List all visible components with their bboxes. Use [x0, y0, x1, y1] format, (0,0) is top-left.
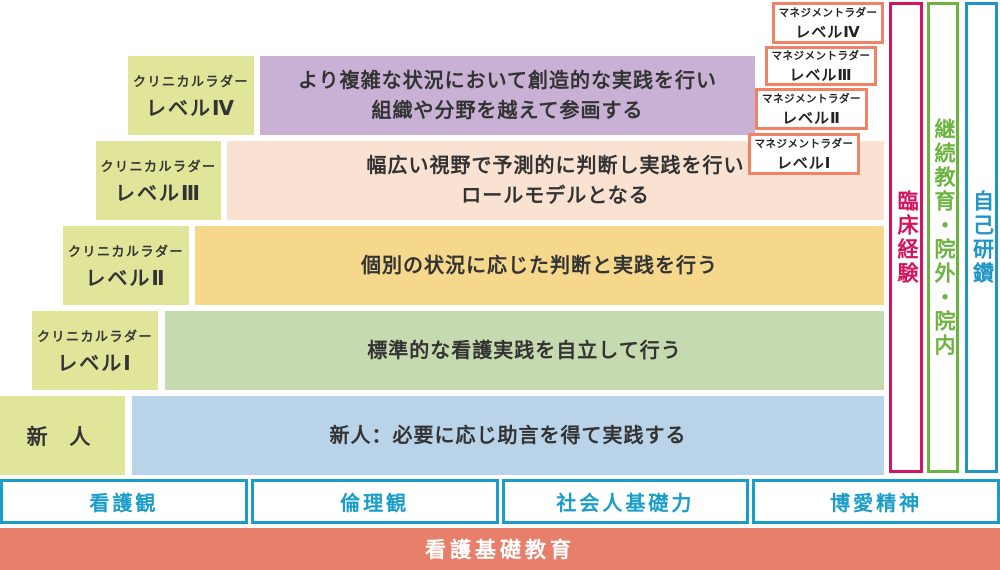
level3-description-line1: 幅広い視野で予測的に判断し実践を行い	[366, 154, 745, 177]
level3-description-line2: ロールモデルとなる	[461, 184, 650, 207]
clinical-ladder-level2-bar: 個別の状況に応じた判断と実践を行う	[195, 226, 884, 305]
basic-nursing-education-label: 看護基礎教育	[425, 539, 575, 562]
ethics-view-cell: 倫理観	[250, 479, 499, 524]
continuing-education-bar: 継続教育・院外・院内	[927, 2, 959, 473]
newcomer-label: 新 人	[0, 396, 125, 475]
newcomer-description: 新人：必要に応じ助言を得て実践する	[329, 424, 687, 447]
social-skills-label: 社会人基礎力	[556, 493, 695, 515]
newcomer-bar: 新人：必要に応じ助言を得て実践する	[132, 396, 884, 475]
clinical-ladder-level4-label: クリニカルラダー レベルⅣ	[128, 56, 254, 135]
level1-description: 標準的な看護実践を自立して行う	[367, 339, 682, 362]
self-development-label: 自己研鑽	[970, 189, 994, 286]
clinical-ladder-level1-level: レベルⅠ	[57, 352, 133, 375]
management-ladder-level3-box: マネジメントラダー レベルⅢ	[765, 46, 877, 86]
clinical-ladder-level3-label: クリニカルラダー レベルⅢ	[96, 141, 221, 220]
clinical-ladder-level4-title: クリニカルラダー	[132, 73, 249, 89]
ethics-view-label: 倫理観	[340, 493, 410, 515]
clinical-ladder-level4-level: レベルⅣ	[146, 97, 236, 120]
clinical-ladder-level2-title: クリニカルラダー	[67, 243, 184, 259]
newcomer-title: 新 人	[26, 425, 99, 449]
clinical-ladder-level4-bar: より複雑な状況において創造的な実践を行い 組織や分野を越えて参画する	[260, 56, 755, 135]
clinical-ladder-level3-level: レベルⅢ	[115, 182, 202, 205]
foundation-values-row: 看護観 倫理観 社会人基礎力 博愛精神	[0, 479, 1000, 524]
clinical-ladder-level1-bar: 標準的な看護実践を自立して行う	[165, 311, 884, 390]
level4-description-line2: 組織や分野を越えて参画する	[371, 99, 644, 122]
management-ladder-level1-box: マネジメントラダー レベルⅠ	[748, 133, 860, 175]
level4-description-line1: より複雑な状況において創造的な実践を行い	[298, 69, 717, 92]
clinical-ladder-level2-level: レベルⅡ	[85, 267, 167, 290]
basic-nursing-education-bar: 看護基礎教育	[0, 528, 1000, 570]
nursing-view-cell: 看護観	[0, 479, 248, 524]
management-ladder-level3-title: マネジメントラダー	[771, 49, 871, 62]
management-ladder-level2-title: マネジメントラダー	[762, 92, 861, 105]
clinical-experience-label: 臨床経験	[895, 189, 918, 286]
social-skills-cell: 社会人基礎力	[501, 479, 750, 524]
management-ladder-level2-level: レベルⅡ	[782, 109, 841, 127]
management-ladder-level4-level: レベルⅣ	[795, 23, 861, 41]
clinical-ladder-level2-label: クリニカルラダー レベルⅡ	[63, 226, 189, 305]
clinical-ladder-level1-title: クリニカルラダー	[36, 328, 153, 344]
management-ladder-level4-title: マネジメントラダー	[778, 6, 878, 19]
philanthropy-label: 博愛精神	[830, 493, 923, 515]
philanthropy-cell: 博愛精神	[752, 479, 1000, 524]
management-ladder-level1-title: マネジメントラダー	[754, 137, 854, 150]
management-ladder-level4-box: マネジメントラダー レベルⅣ	[772, 2, 884, 44]
nursing-view-label: 看護観	[89, 493, 159, 515]
clinical-ladder-level1-label: クリニカルラダー レベルⅠ	[32, 311, 158, 390]
level2-description: 個別の状況に応じた判断と実践を行う	[361, 254, 718, 277]
clinical-ladder-level3-title: クリニカルラダー	[100, 158, 217, 174]
management-ladder-level2-box: マネジメントラダー レベルⅡ	[755, 88, 868, 130]
management-ladder-level3-level: レベルⅢ	[789, 66, 853, 84]
management-ladder-level1-level: レベルⅠ	[776, 154, 832, 172]
self-development-bar: 自己研鑽	[965, 2, 998, 473]
clinical-experience-bar: 臨床経験	[889, 2, 923, 473]
continuing-education-label: 継続教育・院外・院内	[932, 117, 955, 358]
